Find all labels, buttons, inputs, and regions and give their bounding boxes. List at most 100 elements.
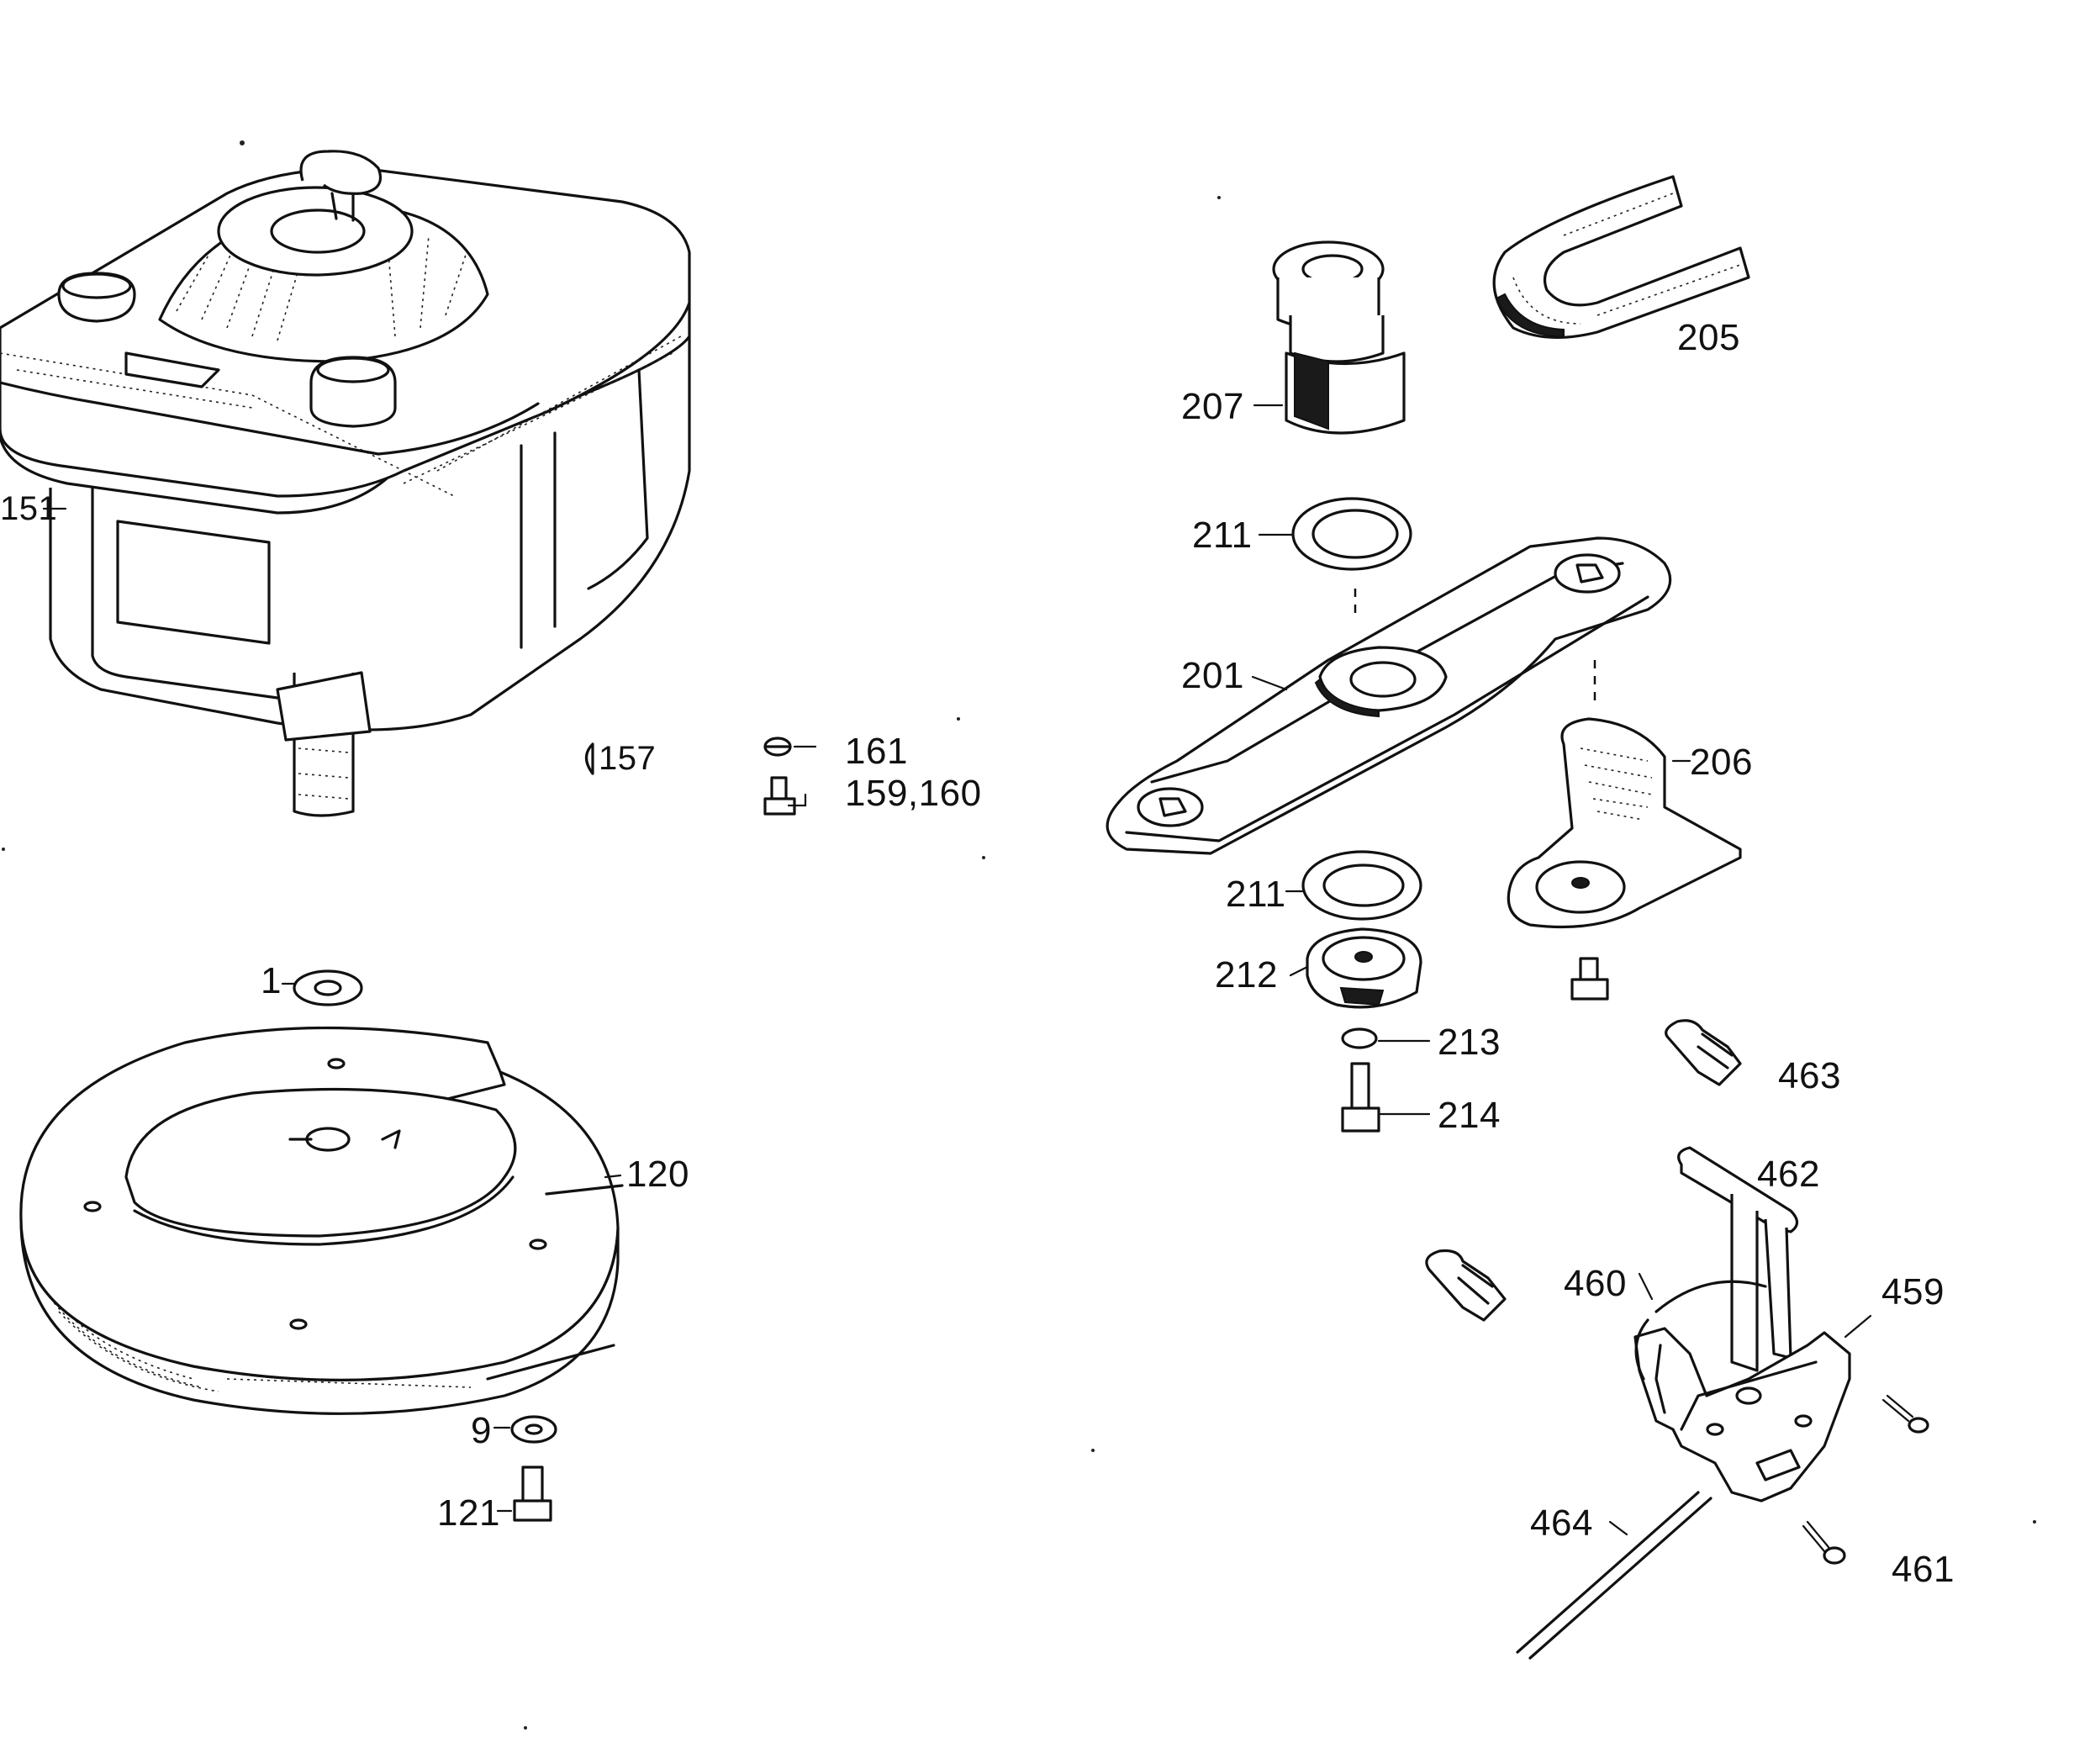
engine-cover-rim (0, 383, 538, 454)
leader-459 (1845, 1316, 1871, 1337)
screw-159-head (765, 799, 794, 814)
screw-461-upper-shank (1883, 1396, 1913, 1421)
housing-459-hole-2 (1796, 1416, 1811, 1426)
shroud-fins (177, 227, 467, 341)
bolt-463-thread (1698, 1034, 1732, 1068)
callout-151: 151 (0, 490, 58, 527)
leader-159-160 (789, 795, 805, 805)
leader-120 (605, 1175, 620, 1177)
control-housing-459 (1635, 1328, 1850, 1501)
callout-464: 464 (1530, 1503, 1593, 1544)
blade-hub-bore (1351, 663, 1415, 696)
housing-459-hole-1 (1737, 1388, 1760, 1403)
bolt-460-side-thread (1459, 1265, 1492, 1303)
starter-cap (219, 187, 412, 275)
callout-205: 205 (1677, 317, 1740, 358)
disc-center-opening (126, 1090, 515, 1237)
spacer-211-lower (1303, 852, 1421, 919)
bolt-121-head (515, 1501, 551, 1520)
adapter-212-hole (1355, 952, 1372, 962)
callout-207: 207 (1181, 386, 1244, 427)
bracket-screw-head (1572, 980, 1607, 999)
scan-specks (2, 140, 2036, 1730)
callout-463: 463 (1778, 1055, 1841, 1096)
disc-assembly (21, 971, 622, 1520)
lever-462-arm-back (1765, 1219, 1791, 1358)
bushing-207-mid (1290, 315, 1383, 362)
screw-461-lower-head (1824, 1548, 1844, 1563)
primer-slot (126, 353, 219, 387)
disc-step (488, 1186, 622, 1379)
bushing-207-shadow (1295, 353, 1328, 429)
fuel-cap-top (63, 274, 130, 298)
spacer-211-upper-bore (1313, 510, 1397, 557)
callout-211-upper: 211 (1192, 515, 1253, 556)
engine-right-side (588, 370, 647, 589)
washer-1-icon (294, 971, 361, 1005)
callout-460: 460 (1564, 1263, 1627, 1304)
housing-459-left-tab (1656, 1345, 1665, 1413)
callout-157: 157 (599, 740, 657, 777)
engine-tank-edge (92, 488, 277, 698)
disc-hole-2 (85, 1202, 100, 1211)
engine-assembly (0, 151, 689, 816)
washer-9-icon (512, 1417, 556, 1442)
leader-201 (1253, 677, 1286, 689)
blade-bolt-right (1555, 555, 1619, 592)
key-157-icon (587, 744, 594, 774)
callout-161: 161 (845, 731, 908, 772)
belt-205-texture (1513, 193, 1740, 324)
disc-hole-3 (530, 1240, 546, 1249)
screw-461-upper-head (1909, 1418, 1928, 1432)
housing-459-top-edge (1681, 1362, 1816, 1429)
bracket-206-label (1581, 748, 1652, 820)
callout-211-lower: 211 (1226, 874, 1286, 915)
lever-462-handle (1679, 1148, 1797, 1232)
blade-201-edge (1127, 597, 1648, 841)
callout-214: 214 (1438, 1095, 1501, 1136)
bolt-214-head (1343, 1108, 1379, 1131)
callout-121: 121 (437, 1492, 500, 1534)
callout-462: 462 (1757, 1154, 1820, 1195)
bracket-206-hole (1572, 878, 1589, 888)
screw-461-lower-shank (1803, 1522, 1829, 1551)
callout-213: 213 (1438, 1022, 1501, 1063)
washer-1-hole (315, 981, 340, 995)
engine-right-strap (521, 433, 555, 647)
blade-bolt-right-head (1577, 565, 1602, 582)
belt-205-shadow (1496, 294, 1564, 336)
bolt-214-shank (1352, 1064, 1369, 1110)
spacer-211-lower-bore (1324, 865, 1403, 906)
callout-159-160: 159,160 (845, 773, 982, 814)
leader-464 (1610, 1522, 1627, 1534)
oil-cap-top (318, 358, 388, 382)
leader-212 (1290, 967, 1307, 975)
adapter-212-top (1323, 937, 1404, 980)
oil-cap (311, 357, 395, 426)
callout-9: 9 (471, 1410, 492, 1451)
cable-464 (1517, 1492, 1711, 1658)
callout-1: 1 (261, 960, 282, 1001)
starter-rope (332, 193, 353, 220)
housing-459-hole-3 (1707, 1424, 1723, 1434)
blade-hub-shadow (1316, 679, 1379, 716)
callout-120: 120 (626, 1154, 689, 1195)
disc-arrow-mark (290, 1131, 399, 1148)
disc-opening-lip (135, 1177, 513, 1244)
callout-206: 206 (1690, 742, 1753, 783)
small-fasteners (587, 738, 795, 814)
starter-cap-center (272, 210, 364, 252)
callout-459: 459 (1881, 1271, 1945, 1312)
bolt-121-shank (523, 1467, 542, 1505)
callout-461: 461 (1892, 1549, 1955, 1590)
starter-handle (301, 151, 381, 193)
leader-460 (1639, 1274, 1652, 1299)
belt-205 (1494, 177, 1749, 337)
blade-bolt-left (1138, 789, 1202, 826)
disc-hole-4 (291, 1320, 306, 1328)
spring-460 (1636, 1281, 1765, 1379)
callout-212: 212 (1215, 954, 1278, 996)
callout-201: 201 (1181, 655, 1244, 696)
